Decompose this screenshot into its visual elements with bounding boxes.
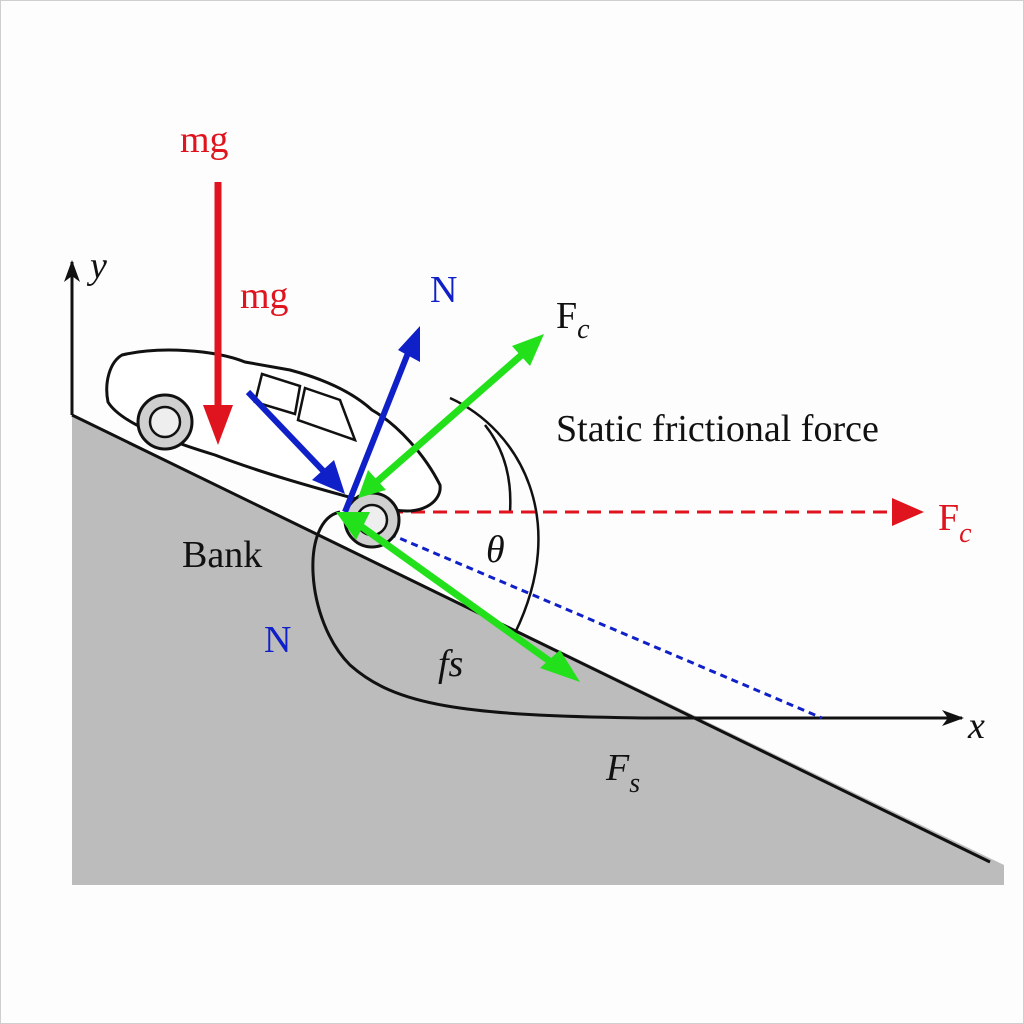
n-top-label: N: [430, 269, 457, 311]
friction-green-arrow: [352, 519, 558, 668]
normal-component-arrow: [245, 389, 333, 481]
angle-arc-inner: [484, 424, 512, 513]
normal-force-arrow: [342, 346, 413, 514]
friction-arrowhead-up: [336, 512, 370, 540]
mg-mid-label: mg: [240, 275, 289, 317]
fc-right-label: Fc: [938, 497, 972, 549]
y-axis-label: y: [86, 245, 107, 287]
x-axis-label: x: [967, 705, 985, 747]
n-left-label: N: [264, 619, 291, 661]
fs-small-label: fs: [438, 643, 463, 685]
car-icon: [105, 348, 442, 549]
friction-arrowhead-down: [540, 650, 580, 682]
bank-slope-line: [71, 413, 991, 864]
normal-force-arrowhead: [398, 326, 420, 362]
fc-green-arrowhead-up: [512, 334, 544, 366]
curve-path: [311, 510, 651, 720]
bank-label: Bank: [182, 534, 262, 576]
dashed-reference-line: [344, 513, 823, 720]
fc-green-arrow: [369, 349, 528, 489]
fc-top-label: Fc: [556, 295, 590, 345]
fc-green-arrowhead-down: [358, 470, 386, 498]
static-friction-label: Static frictional force: [556, 408, 879, 450]
normal-component-arrowhead: [312, 460, 345, 494]
angle-arc-outer: [449, 396, 540, 634]
fs-cap-label: Fs: [605, 747, 640, 799]
theta-label: θ: [486, 529, 505, 571]
weight-arrowhead: [203, 405, 233, 445]
centripetal-arrowhead: [892, 498, 924, 526]
mg-top-label: mg: [180, 119, 229, 161]
